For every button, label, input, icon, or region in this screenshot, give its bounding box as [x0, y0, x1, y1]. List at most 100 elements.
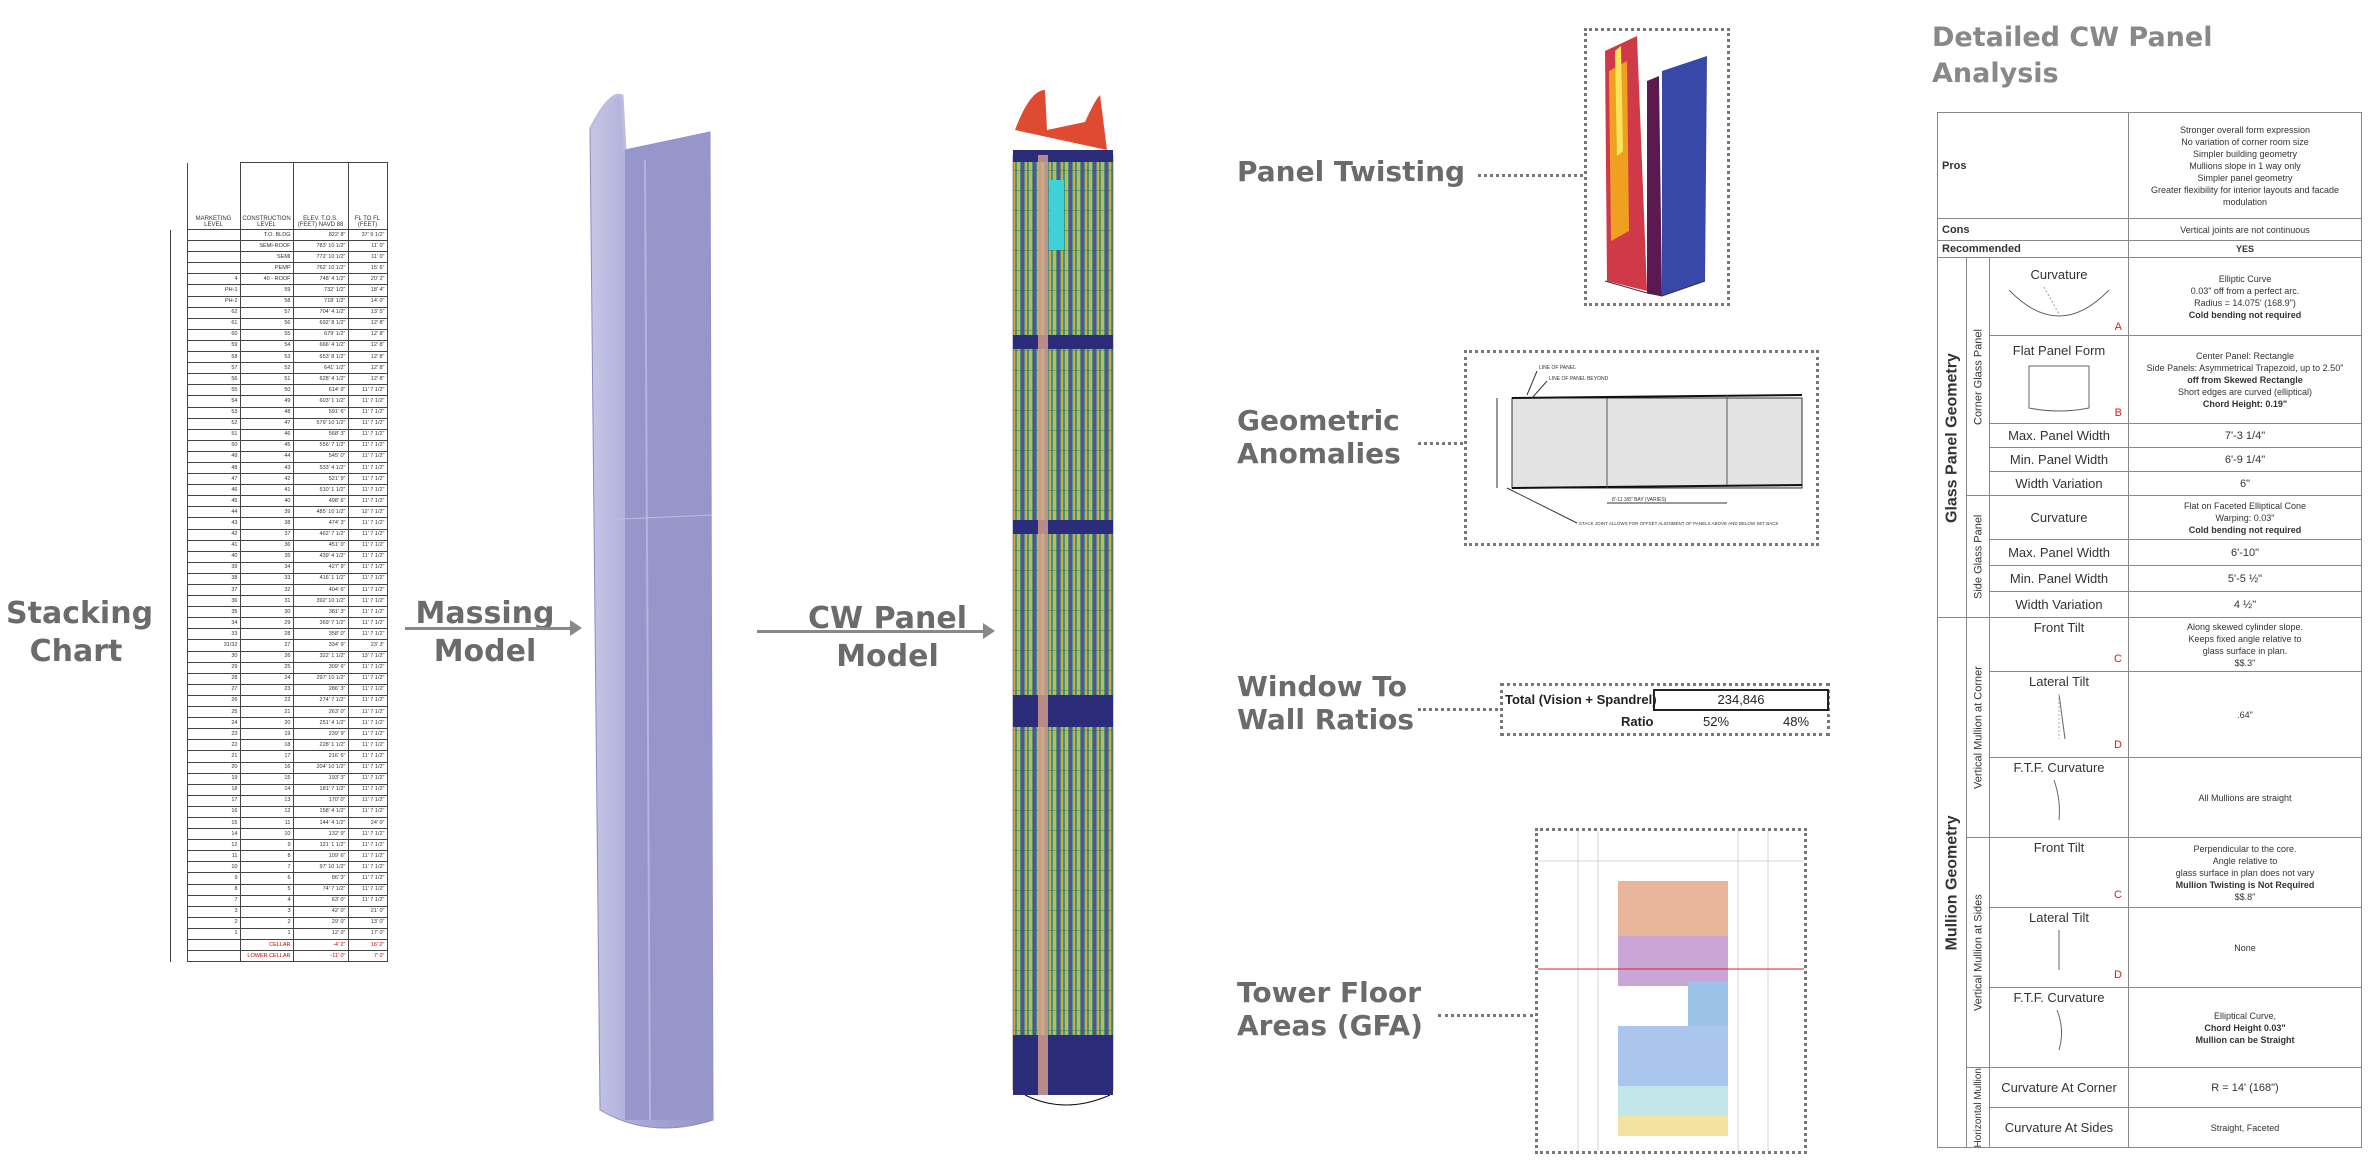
stack-cell: 204' 10 1/2": [292, 761, 349, 774]
stack-cell: 11' 7 1/2": [347, 617, 388, 630]
cons-label: Cons: [1937, 218, 2129, 241]
side-width-variation-value: 4 ½": [2128, 591, 2362, 618]
stack-cell: 29' 0": [292, 916, 349, 929]
stack-cell: 3: [239, 905, 294, 918]
ftf-side-text: Elliptical Curve,Chord Height 0.03"Mulli…: [2128, 987, 2362, 1068]
side-width-variation-label: Width Variation: [1989, 591, 2129, 618]
stack-side-cell: [170, 628, 187, 640]
stack-cell: 9: [186, 872, 241, 885]
stack-cell: 485' 10 1/2": [292, 506, 349, 519]
stack-side-cell: [170, 240, 187, 252]
marker-a: A: [2114, 321, 2122, 333]
stack-cell: 12: [239, 805, 294, 818]
stack-cell: 18: [239, 739, 294, 752]
stack-cell: 579' 10 1/2": [292, 417, 349, 430]
stack-side-cell: [170, 418, 187, 430]
stack-cell: 62: [186, 306, 241, 319]
leader-line: [1418, 442, 1463, 445]
stack-cell: 41: [239, 484, 294, 497]
stack-cell: 25: [239, 661, 294, 674]
stack-cell: 43: [186, 517, 241, 530]
recommended-value: YES: [2128, 240, 2362, 258]
stack-cell: 309' 6": [292, 661, 349, 674]
stack-cell: 11' 7 1/2": [347, 872, 388, 885]
stack-cell: 11' 0": [347, 251, 388, 264]
stack-cell: 8: [186, 883, 241, 896]
lateral-tilt-side-diagram: [2058, 930, 2060, 970]
marker-c: C: [2114, 653, 2122, 665]
marker-d: D: [2114, 739, 2122, 751]
stack-cell: 31: [239, 595, 294, 608]
stack-cell: 533' 4 1/2": [292, 461, 349, 475]
stack-side-cell: [170, 673, 187, 685]
stack-side-cell: [170, 395, 187, 407]
stack-cell: 12' 8": [347, 317, 388, 330]
stack-cell: 381' 3": [292, 606, 349, 619]
stack-cell: 16' 2": [347, 938, 388, 952]
stack-cell: 40: [239, 495, 294, 508]
stack-header-construction: CONSTRUCTION LEVEL: [239, 162, 294, 230]
stack-cell: 52: [186, 417, 241, 430]
stack-cell: 11' 7 1/2": [347, 672, 388, 685]
stack-cell: 11' 7 1/2": [347, 550, 388, 563]
stack-side-cell: [170, 573, 187, 585]
stack-side-cell: [170, 251, 187, 263]
stack-header-marketing: MARKETING LEVEL: [186, 162, 241, 230]
stack-cell: 10: [239, 828, 294, 841]
stack-side-cell: [170, 617, 187, 629]
stack-side-cell: [170, 506, 187, 518]
stack-cell: 12' 8": [347, 351, 388, 364]
stack-cell: 358' 0": [292, 628, 349, 641]
stack-cell: 641' 1/2": [292, 362, 349, 375]
stack-cell: 25: [186, 706, 241, 719]
stack-cell: 11' 7 1/2": [347, 894, 388, 907]
note-line-of-panel: LINE OF PANEL: [1539, 365, 1576, 371]
stack-cell: 37' 9 1/2": [347, 228, 388, 242]
stack-cell: 12: [186, 839, 241, 852]
vertical-mullion-sides-label: Vertical Mullion at Sides: [1966, 837, 1990, 1068]
stack-cell: 11' 7 1/2": [347, 772, 388, 785]
panel-twisting-image: [1584, 28, 1730, 306]
stack-cell: 51: [239, 373, 294, 386]
stack-cell: [186, 938, 241, 952]
stack-cell: 416' 1 1/2": [292, 572, 349, 586]
stack-side-cell: [170, 684, 187, 696]
stack-cell: 11' 7 1/2": [347, 461, 388, 475]
stack-cell: 11' 7 1/2": [347, 606, 388, 619]
stack-cell: 11' 7 1/2": [347, 739, 388, 752]
stack-cell: 2: [186, 916, 241, 929]
stack-cell: 11' 7 1/2": [347, 783, 388, 796]
stack-cell: 11' 7 1/2": [347, 595, 388, 608]
stack-cell: 679' 1/2": [292, 328, 349, 341]
stack-cell: 369' 7 1/2": [292, 617, 349, 630]
wwr-table: Total (Vision + Spandrel) 234,846 Ratio …: [1500, 683, 1830, 736]
stack-cell: 48: [186, 461, 241, 475]
stack-cell: 21: [186, 750, 241, 763]
wwr-ratio-2: 48%: [1783, 714, 1810, 729]
stack-cell: 28: [186, 672, 241, 685]
lateral-tilt-side-value: None: [2128, 907, 2362, 988]
corner-glass-panel-label: Corner Glass Panel: [1966, 257, 1990, 496]
stack-cell: 15: [186, 816, 241, 830]
stack-cell: 498' 6": [292, 495, 349, 508]
stack-cell: 39: [239, 506, 294, 519]
stack-side-cell: [170, 728, 187, 740]
stack-cell: 12' 7 1/2": [347, 506, 388, 519]
stack-cell: 8: [239, 850, 294, 863]
side-max-width-label: Max. Panel Width: [1989, 539, 2129, 566]
stack-cell: 12' 8": [347, 339, 388, 353]
stack-cell: 603' 1 1/2": [292, 395, 349, 408]
